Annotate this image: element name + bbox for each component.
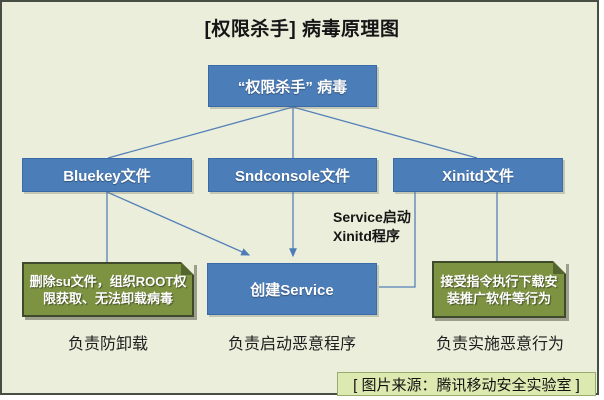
- node-label-line2: 装推广软件等行为: [446, 290, 551, 306]
- node-create-service: 创建Service: [207, 263, 377, 315]
- edge-label-service-starts-xinitd: Service启动 Xinitd程序: [333, 208, 411, 246]
- caption-execute-malicious: 负责实施恶意行为: [435, 336, 564, 353]
- node-delete-su: 删除su文件，组织ROOT权 限获取、无法卸载病毒: [22, 262, 194, 317]
- node-label: Bluekey文件: [63, 167, 151, 185]
- node-xinitd-file: Xinitd文件: [393, 158, 563, 192]
- node-bluekey-file: Bluekey文件: [22, 158, 192, 192]
- node-label: “权限杀手” 病毒: [237, 78, 348, 96]
- edge-label-line1: Service启动: [333, 209, 411, 225]
- node-receive-commands: 接受指令执行下载安 装推广软件等行为: [432, 261, 566, 318]
- node-label-line2: 限获取、无法卸载病毒: [42, 290, 173, 306]
- node-label: Sndconsole文件: [234, 167, 350, 185]
- node-label: Xinitd文件: [442, 167, 514, 185]
- page-title: [权限杀手] 病毒原理图: [204, 19, 400, 40]
- folded-corner-flap-icon: [181, 262, 194, 275]
- node-sndconsole-file: Sndconsole文件: [208, 158, 377, 192]
- node-label: 接受指令执行下载安 装推广软件等行为: [440, 273, 557, 307]
- node-label: 删除su文件，组织ROOT权 限获取、无法卸载病毒: [30, 273, 187, 307]
- folded-corner-flap-icon: [553, 261, 566, 274]
- node-label-line1: 接受指令执行下载安: [440, 273, 558, 289]
- node-label-line1: 删除su文件，组织ROOT权: [29, 273, 187, 289]
- edge-label-line2: Xinitd程序: [333, 228, 400, 244]
- image-source-credit: [ 图片来源：腾讯移动安全实验室 ]: [337, 372, 596, 396]
- node-virus-root: “权限杀手” 病毒: [208, 65, 377, 107]
- node-label: 创建Service: [250, 281, 334, 299]
- caption-anti-uninstall: 负责防卸载: [67, 336, 148, 353]
- caption-launch-malware: 负责启动恶意程序: [227, 336, 356, 353]
